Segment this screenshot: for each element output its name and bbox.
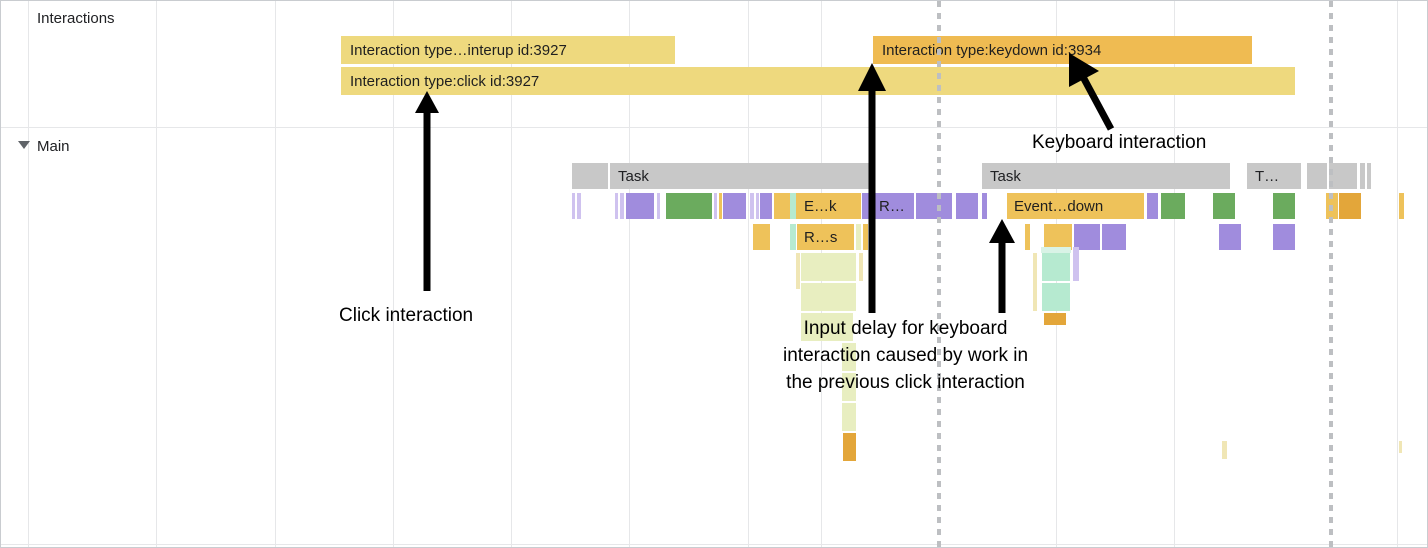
flame-block-label: R…s xyxy=(804,228,838,246)
flame-block[interactable] xyxy=(862,193,870,219)
flame-block[interactable] xyxy=(750,193,754,219)
flame-block[interactable] xyxy=(1273,193,1295,219)
gridline xyxy=(156,1,157,547)
task-bar[interactable] xyxy=(1307,163,1327,189)
flame-block-label: E…k xyxy=(804,197,837,215)
flame-block[interactable] xyxy=(1033,253,1037,311)
gridline xyxy=(629,1,630,547)
flame-block[interactable] xyxy=(796,253,800,289)
flame-block[interactable] xyxy=(657,193,660,219)
flame-block[interactable] xyxy=(572,193,575,219)
flame-block[interactable] xyxy=(1042,283,1070,311)
flame-block[interactable] xyxy=(615,193,618,219)
flame-block[interactable] xyxy=(843,433,856,461)
flame-block[interactable] xyxy=(790,224,796,250)
flame-block[interactable] xyxy=(1161,193,1185,219)
task-bar-label: Task xyxy=(618,167,649,185)
flame-block[interactable] xyxy=(1025,224,1030,250)
flame-block[interactable] xyxy=(916,193,952,219)
flame-block[interactable] xyxy=(956,193,978,219)
gridline xyxy=(1174,1,1175,547)
flame-block[interactable] xyxy=(856,224,861,250)
track-separator xyxy=(1,544,1427,545)
flame-block[interactable] xyxy=(863,224,868,250)
flame-block[interactable] xyxy=(620,193,624,219)
flame-block[interactable] xyxy=(1074,224,1100,250)
gridline xyxy=(748,1,749,547)
click-interaction-arrow xyxy=(415,91,439,291)
task-bar[interactable]: Task xyxy=(610,163,872,189)
flame-block[interactable] xyxy=(1339,193,1361,219)
flame-block[interactable] xyxy=(801,283,856,311)
flame-block[interactable] xyxy=(666,193,712,219)
flame-block[interactable] xyxy=(842,373,856,401)
flame-block[interactable] xyxy=(842,343,856,371)
interaction-bar-click[interactable]: Interaction type:click id:3927 xyxy=(341,67,1295,95)
flame-block-recalc-styles[interactable]: R…s xyxy=(797,224,854,250)
flame-block[interactable] xyxy=(1219,224,1241,250)
flame-block[interactable] xyxy=(801,313,853,341)
flame-block[interactable] xyxy=(1044,224,1072,250)
flame-block[interactable] xyxy=(753,224,770,250)
flame-block[interactable] xyxy=(801,253,856,281)
gridline xyxy=(511,1,512,547)
flame-block[interactable] xyxy=(842,403,856,431)
flame-block[interactable] xyxy=(626,193,654,219)
flame-block[interactable] xyxy=(723,193,746,219)
click-interaction-annotation: Click interaction xyxy=(339,305,474,326)
interaction-bar-label: Interaction type:keydown id:3934 xyxy=(882,41,1102,59)
interaction-bar-label: Interaction type:click id:3927 xyxy=(350,72,540,90)
flame-block[interactable] xyxy=(1044,313,1066,325)
time-marker-line xyxy=(937,1,941,547)
flame-block[interactable] xyxy=(760,193,772,219)
flame-block-event-keydown[interactable]: Event…down xyxy=(1007,193,1144,219)
flame-block[interactable] xyxy=(1042,253,1070,281)
input-delay-annotation: Input delay for keyboard interaction cau… xyxy=(783,318,1029,393)
flame-block[interactable] xyxy=(1073,247,1079,281)
task-bar[interactable]: Task xyxy=(982,163,1230,189)
flame-block-event-keydown-handler[interactable]: E…k xyxy=(797,193,861,219)
interaction-bar-pointerup[interactable]: Interaction type…interup id:3927 xyxy=(341,36,675,64)
task-bar[interactable] xyxy=(572,163,608,189)
task-bar[interactable] xyxy=(1367,163,1371,189)
input-delay-arrow-right xyxy=(989,219,1015,313)
task-bar[interactable]: T… xyxy=(1247,163,1301,189)
flame-block[interactable] xyxy=(577,193,581,219)
gridline xyxy=(393,1,394,547)
keyboard-interaction-annotation: Keyboard interaction xyxy=(1032,132,1207,153)
flame-block-recalc[interactable]: R… xyxy=(870,193,914,219)
track-label-interactions[interactable]: Interactions xyxy=(37,10,115,27)
task-bar-label: Task xyxy=(990,167,1021,185)
interaction-bar-label: Interaction type…interup id:3927 xyxy=(350,41,567,59)
flame-block[interactable] xyxy=(714,193,717,219)
flame-block[interactable] xyxy=(1041,247,1071,253)
flame-block[interactable] xyxy=(859,253,863,281)
flame-block[interactable] xyxy=(1399,193,1404,219)
gridline xyxy=(275,1,276,547)
flame-block[interactable] xyxy=(982,193,987,219)
flame-block[interactable] xyxy=(1222,441,1227,459)
gridline xyxy=(28,1,29,547)
task-bar[interactable] xyxy=(1329,163,1357,189)
interaction-bar-keydown[interactable]: Interaction type:keydown id:3934 xyxy=(873,36,1252,64)
flame-block-label: Event…down xyxy=(1014,197,1104,215)
triangle-down-icon[interactable] xyxy=(18,141,30,149)
flame-block[interactable] xyxy=(1399,441,1402,453)
time-marker-line xyxy=(1329,1,1333,547)
track-separator xyxy=(1,127,1427,128)
flame-block[interactable] xyxy=(756,193,759,219)
flame-block[interactable] xyxy=(1273,224,1295,250)
flame-block[interactable] xyxy=(1147,193,1158,219)
flame-block[interactable] xyxy=(1213,193,1235,219)
gridline xyxy=(1397,1,1398,547)
flame-block-label: R… xyxy=(879,197,905,215)
flame-block[interactable] xyxy=(719,193,722,219)
task-bar[interactable] xyxy=(1360,163,1365,189)
track-label-main[interactable]: Main xyxy=(37,138,70,155)
flame-block[interactable] xyxy=(790,193,796,219)
task-bar-label: T… xyxy=(1255,167,1280,185)
flame-block[interactable] xyxy=(1102,224,1126,250)
